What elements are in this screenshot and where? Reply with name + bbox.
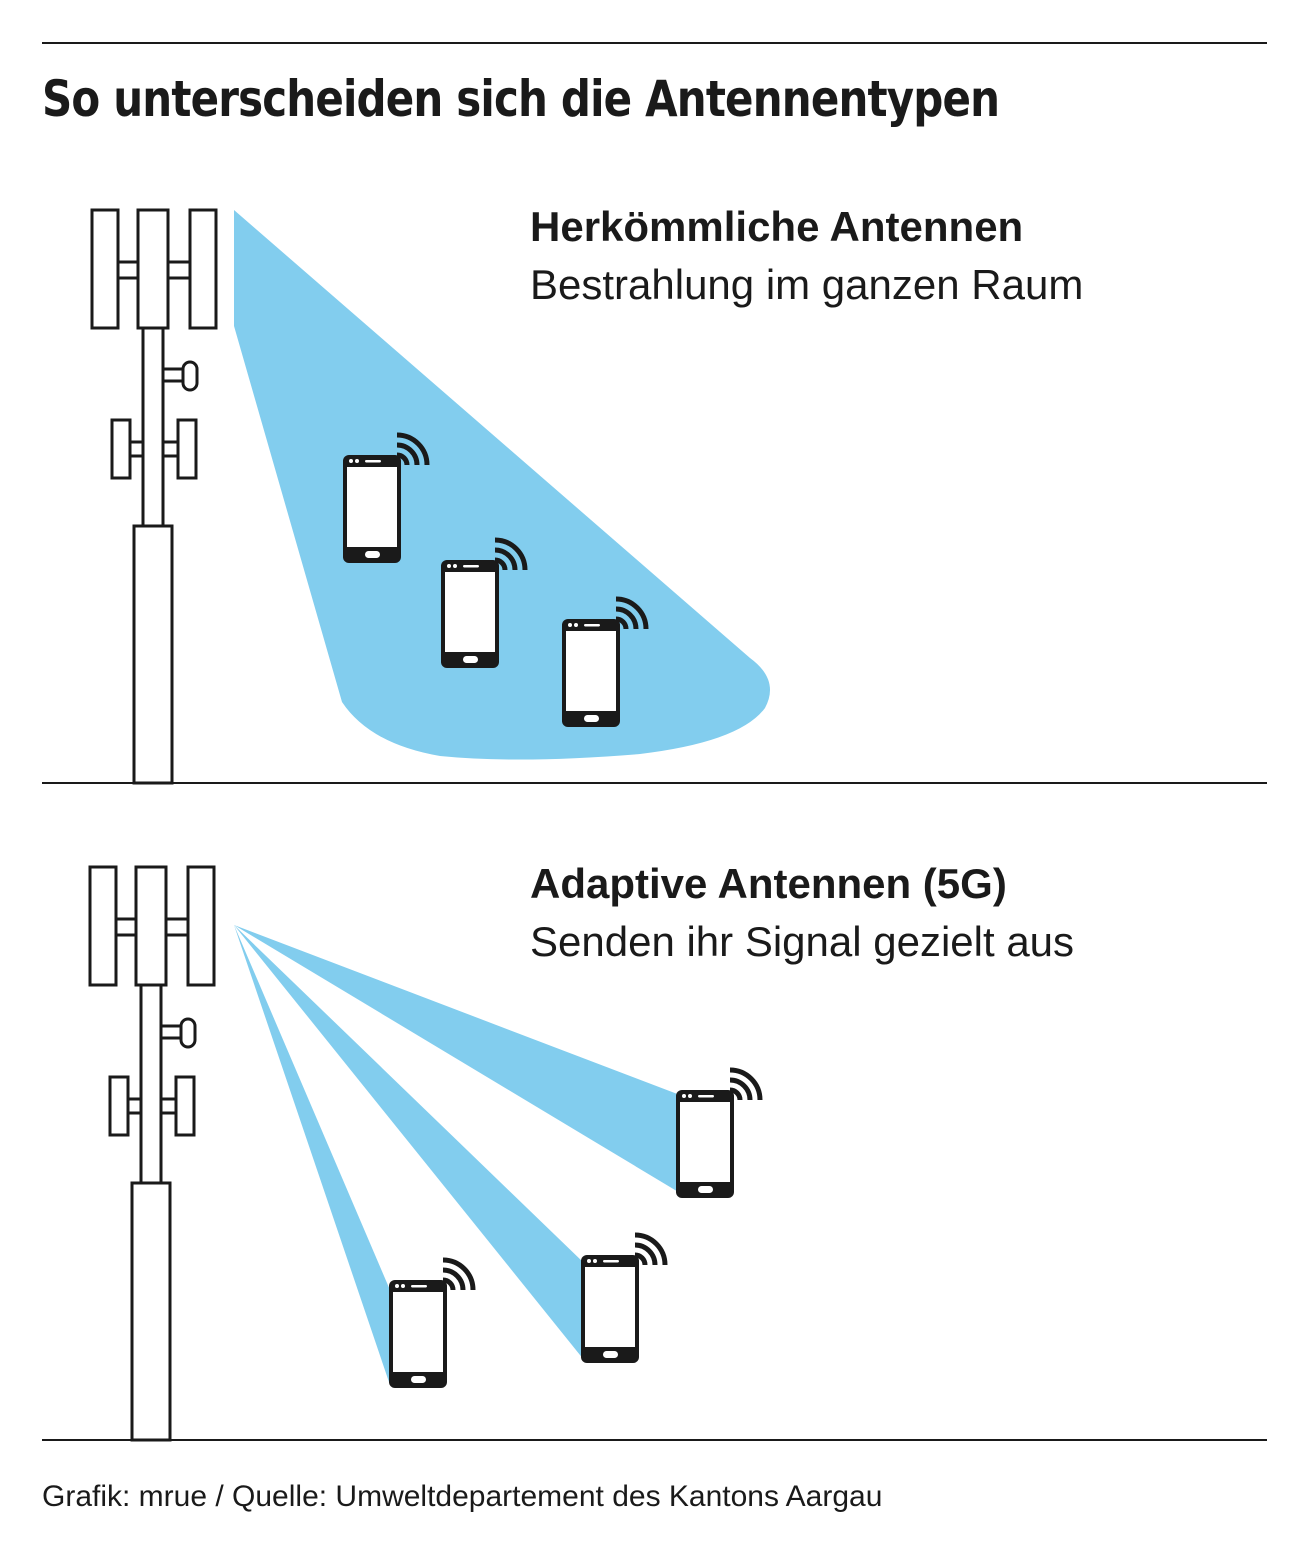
section-adaptive: Adaptive Antennen (5G) Senden ihr Signal… [530, 855, 1074, 971]
antenna-tower-icon [88, 865, 216, 1442]
adaptive-beam [234, 925, 680, 1193]
top-divider [42, 42, 1267, 44]
section-description: Bestrahlung im ganzen Raum [530, 261, 1084, 308]
section-divider [42, 782, 1267, 784]
section-heading: Herkömmliche Antennen [530, 203, 1024, 250]
smartphone-icon [676, 1070, 760, 1198]
bottom-divider [42, 1439, 1267, 1441]
adaptive-beam [234, 925, 584, 1360]
smartphone-icon [581, 1235, 665, 1363]
antenna-tower-icon [90, 208, 218, 785]
adaptive-beam [234, 925, 390, 1385]
section-description: Senden ihr Signal gezielt aus [530, 918, 1075, 965]
source-credit: Grafik: mrue / Quelle: Umweltdepartement… [42, 1480, 883, 1513]
section-heading: Adaptive Antennen (5G) [530, 860, 1007, 907]
smartphone-icon [389, 1260, 473, 1388]
page-title: So unterscheiden sich die Antennentypen [42, 70, 1000, 128]
section-conventional: Herkömmliche Antennen Bestrahlung im gan… [530, 198, 1083, 314]
